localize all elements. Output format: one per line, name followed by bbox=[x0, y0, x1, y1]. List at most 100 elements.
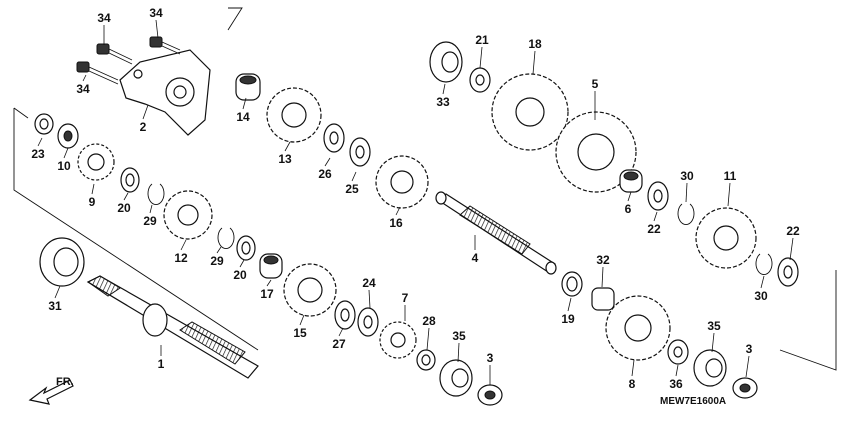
part-20-washer bbox=[236, 235, 256, 261]
leader-line bbox=[653, 211, 658, 222]
group-bracket-left bbox=[227, 7, 243, 31]
callout-number: 31 bbox=[48, 299, 62, 313]
callout-number: 21 bbox=[475, 33, 489, 47]
callout-number: 6 bbox=[625, 202, 632, 216]
callout-c34c: 34 bbox=[76, 74, 90, 96]
part-30-circlip bbox=[677, 203, 695, 225]
part-14-bushing bbox=[235, 73, 261, 101]
callout-number: 30 bbox=[680, 169, 694, 183]
callout-number: 30 bbox=[754, 289, 768, 303]
leader-line bbox=[155, 19, 159, 39]
part-22-washer bbox=[777, 257, 799, 287]
part-17-bushing bbox=[259, 253, 283, 279]
callout-number: 29 bbox=[143, 214, 157, 228]
callout-c1: 1 bbox=[158, 345, 165, 371]
callout-number: 24 bbox=[362, 276, 376, 290]
callout-c29a: 29 bbox=[143, 204, 157, 228]
leader-line bbox=[457, 342, 460, 363]
callout-c15: 15 bbox=[293, 314, 307, 340]
leader-line bbox=[216, 246, 222, 254]
part-18-gear bbox=[491, 73, 569, 151]
callout-c35a: 35 bbox=[452, 329, 466, 363]
callout-number: 33 bbox=[436, 95, 450, 109]
leader-line bbox=[54, 285, 61, 299]
callout-c32: 32 bbox=[596, 253, 610, 288]
callout-c2: 2 bbox=[140, 104, 149, 134]
callout-c8: 8 bbox=[629, 359, 636, 391]
callout-number: 10 bbox=[57, 159, 71, 173]
callout-number: 9 bbox=[89, 195, 96, 209]
callout-c31: 31 bbox=[48, 285, 62, 313]
part-34-bolt bbox=[96, 43, 133, 65]
callout-c12: 12 bbox=[174, 239, 188, 265]
callout-number: 23 bbox=[31, 147, 45, 161]
leader-line bbox=[745, 355, 750, 378]
part-3-seal bbox=[477, 384, 503, 406]
callout-c30b: 30 bbox=[754, 275, 768, 303]
part-23-washer bbox=[34, 113, 54, 135]
callout-number: 1 bbox=[158, 357, 165, 371]
part-22-washer bbox=[647, 181, 669, 211]
callout-c16: 16 bbox=[389, 206, 403, 230]
callout-number: 32 bbox=[596, 253, 610, 267]
part-20-washer bbox=[120, 167, 140, 193]
leader-line bbox=[284, 141, 291, 152]
leader-line bbox=[675, 364, 679, 377]
callout-c11: 11 bbox=[724, 169, 737, 207]
part-29-circlip bbox=[147, 183, 165, 205]
callout-number: 2 bbox=[140, 120, 147, 134]
direction-label: FR. bbox=[56, 376, 74, 388]
callout-c17: 17 bbox=[260, 279, 274, 301]
part-35-bearing bbox=[693, 349, 727, 387]
part-31-bearing bbox=[39, 237, 85, 287]
callout-number: 15 bbox=[293, 326, 307, 340]
callout-number: 35 bbox=[452, 329, 466, 343]
part-26-washer bbox=[323, 123, 345, 153]
callout-number: 5 bbox=[592, 77, 599, 91]
part-11-gear bbox=[695, 207, 757, 269]
callout-c7: 7 bbox=[402, 291, 409, 321]
part-27-washer bbox=[334, 300, 356, 330]
callout-c9: 9 bbox=[89, 183, 96, 209]
callout-number: 22 bbox=[647, 222, 661, 236]
leader-line bbox=[711, 332, 715, 353]
leader-line bbox=[426, 327, 430, 351]
part-6-bushing bbox=[619, 169, 643, 193]
callout-number: 34 bbox=[97, 11, 111, 25]
callout-c18: 18 bbox=[528, 37, 542, 75]
leader-line bbox=[395, 206, 401, 216]
callout-number: 3 bbox=[746, 342, 753, 356]
part-9-gear bbox=[77, 143, 115, 181]
leader-line bbox=[627, 191, 632, 202]
callout-number: 13 bbox=[278, 152, 292, 166]
callout-number: 26 bbox=[318, 167, 332, 181]
callout-c14: 14 bbox=[236, 97, 250, 124]
part-30-circlip bbox=[755, 253, 773, 275]
callout-c20b: 20 bbox=[233, 259, 247, 282]
callout-number: 25 bbox=[345, 182, 359, 196]
callout-number: 11 bbox=[724, 169, 737, 183]
part-34-bolt bbox=[149, 36, 181, 55]
callout-c36: 36 bbox=[669, 364, 683, 391]
callout-c5: 5 bbox=[592, 77, 599, 120]
callout-c34a: 34 bbox=[97, 11, 111, 45]
part-35-bearing bbox=[439, 359, 473, 397]
callout-number: 3 bbox=[487, 351, 494, 365]
leader-line bbox=[368, 289, 371, 309]
leader-line bbox=[789, 237, 794, 261]
leader-line bbox=[685, 182, 688, 203]
callout-number: 12 bbox=[174, 251, 188, 265]
callout-c35b: 35 bbox=[707, 319, 721, 353]
part-13-gear bbox=[266, 87, 322, 143]
leader-line bbox=[567, 297, 572, 312]
leader-line bbox=[479, 46, 483, 69]
callout-c28: 28 bbox=[422, 314, 436, 351]
part-8-gear bbox=[605, 295, 671, 361]
callout-number: 29 bbox=[210, 254, 224, 268]
part-24-washer bbox=[357, 307, 379, 337]
part-28-washer bbox=[416, 349, 436, 371]
leader-line bbox=[351, 171, 357, 182]
